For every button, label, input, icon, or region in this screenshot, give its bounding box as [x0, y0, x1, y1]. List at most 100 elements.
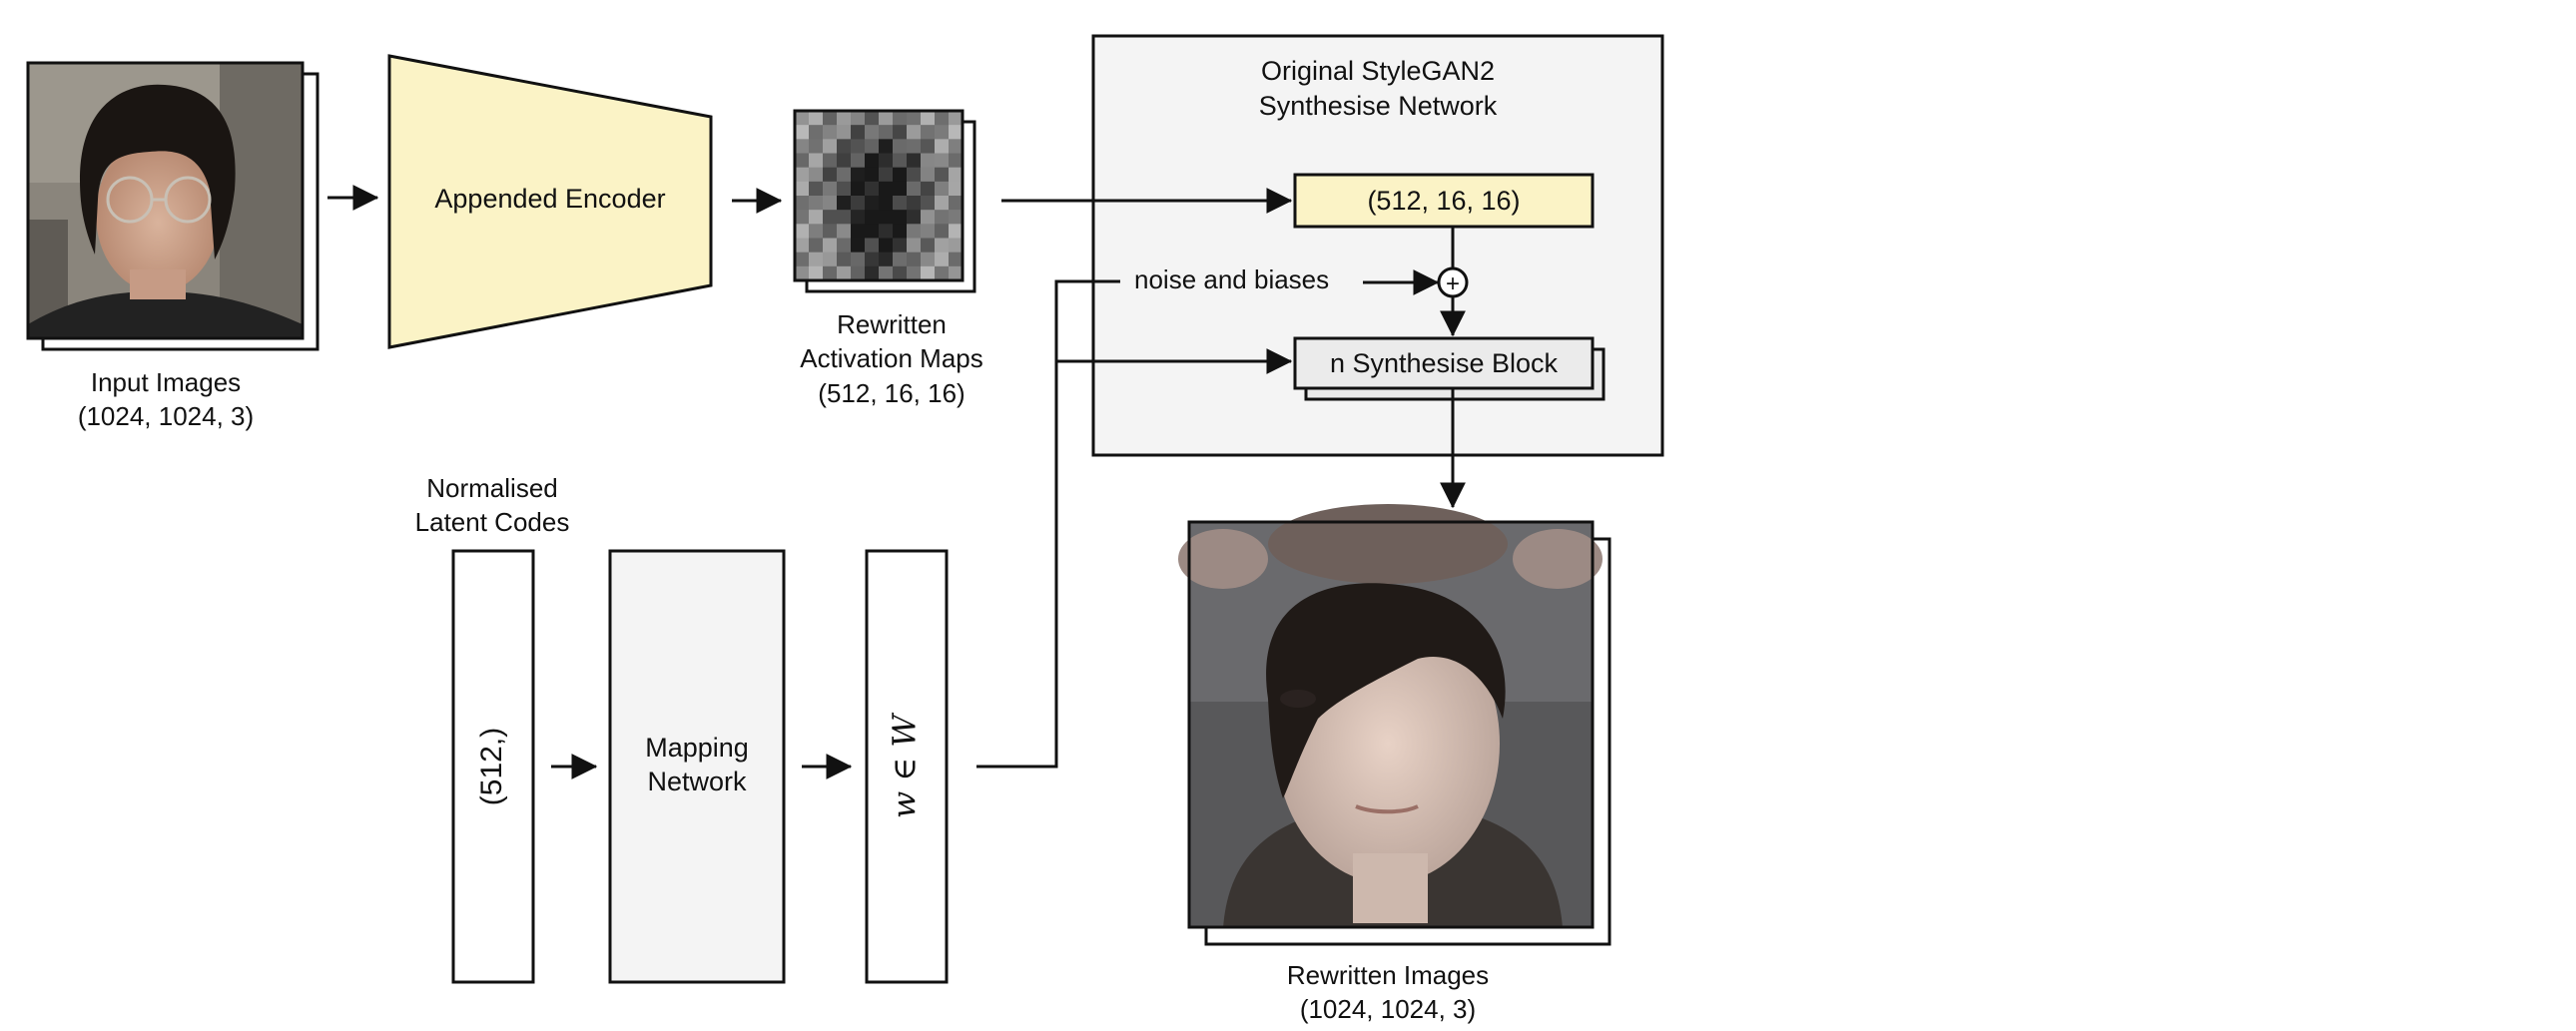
activation-pixel: [879, 139, 894, 154]
activation-pixel: [851, 265, 866, 281]
activation-pixel: [935, 167, 950, 183]
activation-pixel: [809, 252, 824, 267]
activation-pixel: [837, 167, 852, 183]
activation-pixel: [837, 139, 852, 154]
activation-title-line2: Activation Maps: [800, 343, 983, 373]
activation-pixel: [949, 125, 964, 140]
synthesise-block-label: n Synthesise Block: [1330, 348, 1559, 378]
output-image-front-border: [1187, 520, 1595, 929]
activation-pixel: [823, 167, 838, 183]
activation-pixel: [851, 196, 866, 211]
activation-title-line1: Rewritten: [837, 309, 947, 339]
activation-pixel: [907, 153, 922, 169]
activation-pixel: [879, 167, 894, 183]
w-space-label: w ∈ W: [886, 712, 924, 818]
activation-pixel: [949, 111, 964, 126]
activation-pixel: [879, 181, 894, 197]
activation-pixel: [949, 181, 964, 197]
activation-pixel: [795, 111, 810, 126]
activation-map-front-border: [793, 109, 965, 282]
activation-pixel: [837, 153, 852, 169]
activation-pixel: [865, 265, 880, 281]
activation-pixel: [837, 125, 852, 140]
activation-pixel: [823, 181, 838, 197]
activation-pixel: [879, 252, 894, 267]
w-space-box: [865, 549, 949, 984]
activation-pixel: [921, 210, 936, 225]
latent-title-line2: Latent Codes: [415, 507, 570, 537]
activation-pixel: [809, 167, 824, 183]
activation-pixel: [935, 181, 950, 197]
activation-map-image: [795, 111, 964, 281]
activation-pixel: [949, 139, 964, 154]
activation-pixel: [865, 139, 880, 154]
activation-pixel: [893, 111, 908, 126]
activation-pixel: [907, 265, 922, 281]
activation-pixel: [907, 210, 922, 225]
activation-pixel: [865, 153, 880, 169]
activation-pixel: [851, 111, 866, 126]
activation-pixel: [851, 139, 866, 154]
activation-map-stack: [793, 109, 976, 293]
activation-pixel: [809, 139, 824, 154]
activation-pixel: [893, 196, 908, 211]
activation-pixel: [851, 167, 866, 183]
activation-pixel: [893, 265, 908, 281]
activation-pixel: [823, 153, 838, 169]
activation-pixel: [949, 238, 964, 254]
activation-pixel: [949, 196, 964, 211]
mapping-network-box: [608, 549, 786, 984]
activation-pixel: [921, 224, 936, 239]
activation-pixel: [893, 167, 908, 183]
activation-pixel: [823, 196, 838, 211]
activation-pixel: [837, 210, 852, 225]
activation-pixel: [809, 265, 824, 281]
activation-pixel: [907, 111, 922, 126]
activation-pixel: [795, 224, 810, 239]
activation-pixel: [949, 252, 964, 267]
activation-pixel: [921, 238, 936, 254]
activation-pixel: [935, 252, 950, 267]
activation-pixel: [935, 153, 950, 169]
activation-pixel: [837, 196, 852, 211]
activation-pixel: [865, 252, 880, 267]
activation-pixel: [809, 196, 824, 211]
activation-pixel: [865, 210, 880, 225]
activation-pixel: [795, 125, 810, 140]
activation-pixel: [795, 265, 810, 281]
const-input-box: [1293, 173, 1595, 229]
activation-pixel: [879, 238, 894, 254]
mapping-label-line2: Network: [647, 767, 747, 796]
activation-pixel: [823, 252, 838, 267]
activation-pixel: [795, 167, 810, 183]
activation-pixel: [949, 224, 964, 239]
activation-pixel: [837, 111, 852, 126]
input-image-stack: [26, 61, 320, 351]
input-face-photo: [28, 63, 303, 338]
input-title: Input Images: [91, 367, 241, 397]
activation-pixel: [809, 181, 824, 197]
activation-pixel: [879, 153, 894, 169]
activation-pixel: [837, 181, 852, 197]
activation-pixel: [823, 111, 838, 126]
activation-pixel: [851, 210, 866, 225]
input-shape: (1024, 1024, 3): [78, 401, 254, 431]
activation-pixel: [921, 265, 936, 281]
output-portrait-painting: [1178, 504, 1603, 928]
activation-pixel: [935, 139, 950, 154]
latent-code-box: [451, 549, 535, 984]
activation-pixel: [865, 224, 880, 239]
activation-pixel: [949, 265, 964, 281]
activation-pixel: [935, 238, 950, 254]
activation-pixel: [935, 265, 950, 281]
stylegan-title-line2: Synthesise Network: [1259, 91, 1498, 121]
activation-pixel: [865, 167, 880, 183]
add-node-symbol: +: [1446, 270, 1460, 297]
line-w-to-stylegan: [976, 279, 1120, 769]
activation-pixel: [921, 125, 936, 140]
activation-pixel: [809, 238, 824, 254]
activation-pixel: [907, 167, 922, 183]
activation-pixel: [879, 265, 894, 281]
output-image-stack: [1178, 504, 1611, 946]
